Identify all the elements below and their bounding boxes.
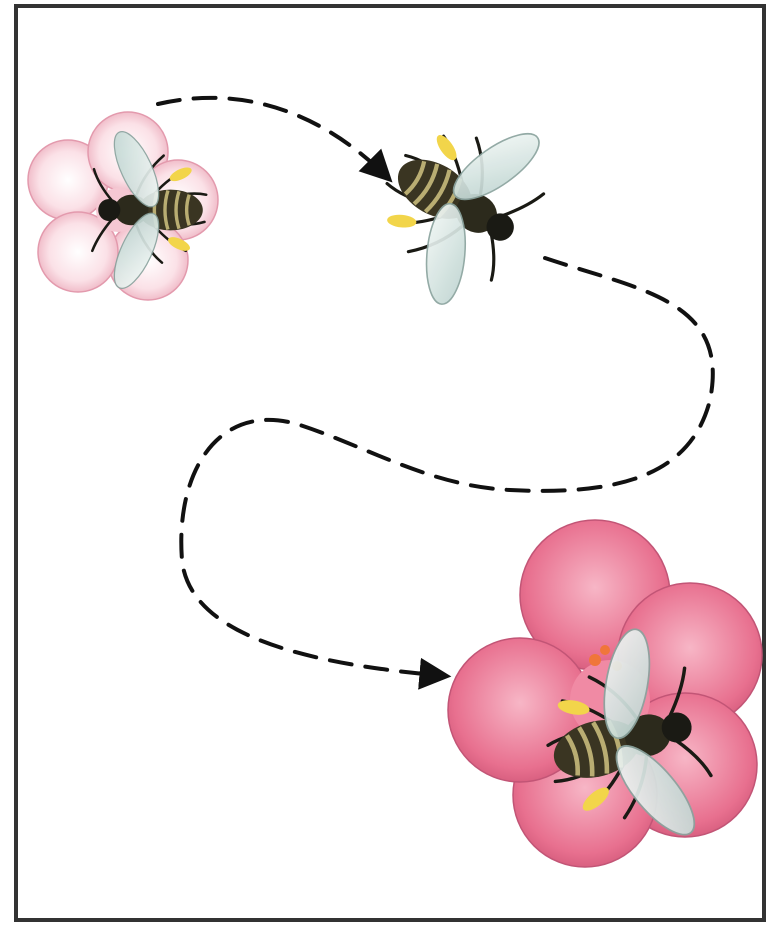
diagram-canvas: [0, 0, 772, 925]
diagram-svg: [0, 0, 772, 925]
